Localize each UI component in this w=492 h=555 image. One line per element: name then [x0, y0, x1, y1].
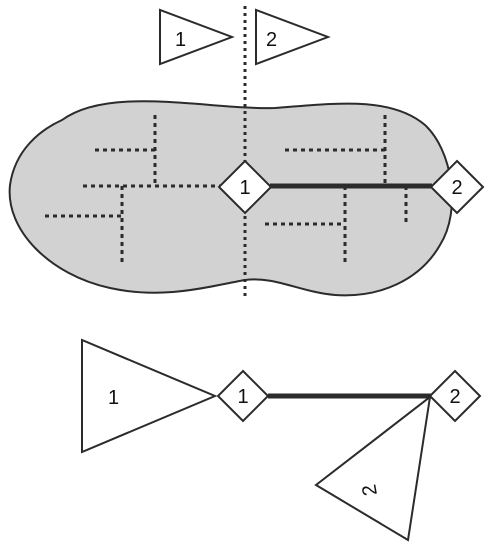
bottom-triangle-2-label: 2: [358, 483, 382, 498]
bottom-node-1-label: 1: [237, 386, 248, 408]
top-node-1-label: 1: [239, 177, 250, 199]
top-flag-2-label: 2: [266, 29, 277, 51]
top-node-1-diamond: [217, 159, 273, 215]
bottom-triangle-1-label: 1: [108, 387, 119, 409]
top-node-2-diamond: [429, 159, 485, 215]
top-flag-2-triangle: [255, 8, 331, 66]
bottom-node-2-diamond: [428, 369, 482, 423]
left-dotted-network: [45, 115, 228, 264]
top-flag-1-triangle: [159, 8, 235, 66]
top-node-2-label: 2: [451, 177, 462, 199]
right-dotted-network: [265, 115, 408, 265]
bottom-node-2-label: 2: [449, 386, 460, 408]
top-flag-1-label: 1: [175, 29, 186, 51]
bottom-triangle-2: [314, 394, 432, 542]
bottom-triangle-1: [81, 338, 218, 454]
bottom-node-1-diamond: [216, 369, 270, 423]
